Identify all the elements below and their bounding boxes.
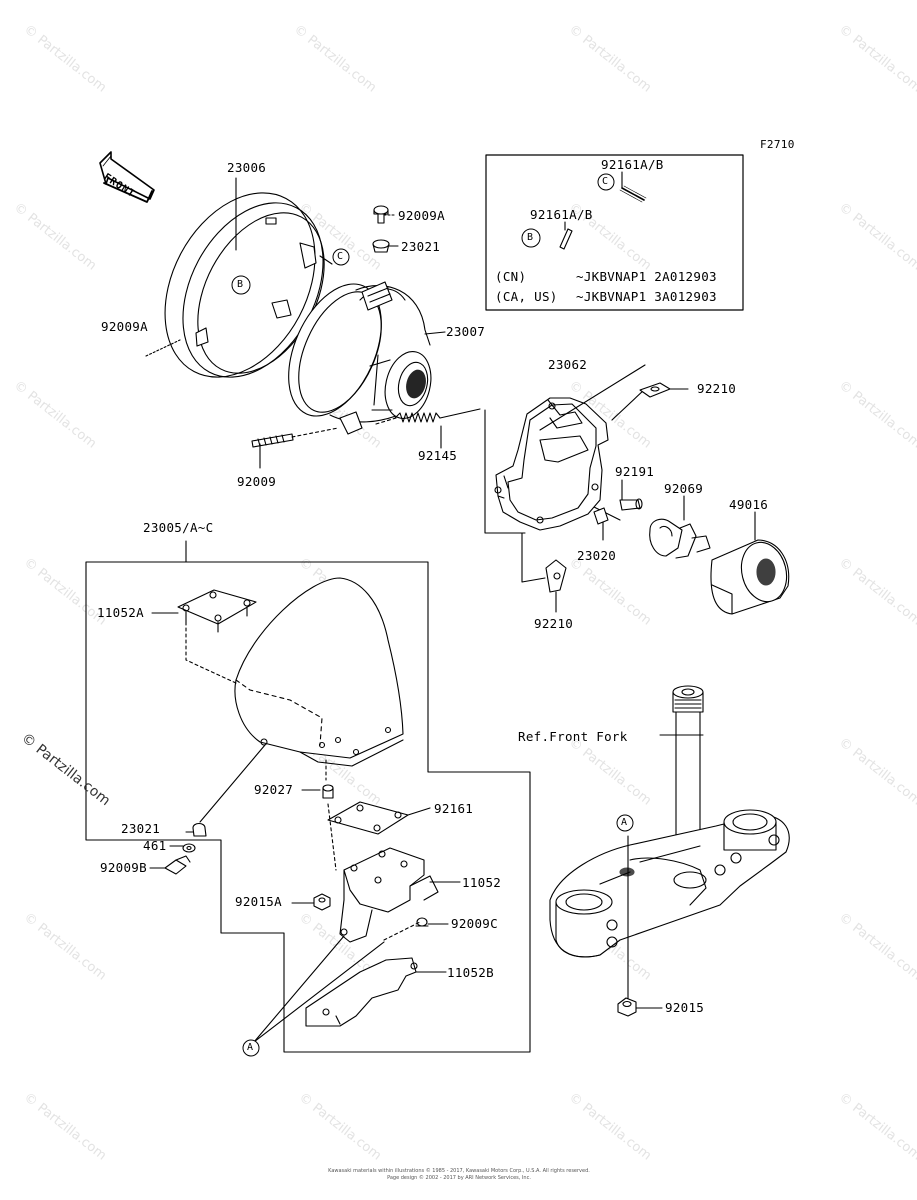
collar-23020 [593,507,609,541]
nut-92015 [617,997,663,1017]
label-92009B: 92009B [100,860,147,875]
pin-92161-B [559,221,573,250]
callout-c-top: C [337,251,344,262]
fairing-frame-lines [85,540,531,1053]
inset-row2-region: (CA, US) [495,289,558,304]
label-92069: 92069 [664,481,704,496]
callout-b-rim: B [237,279,244,290]
callout-circles [231,173,634,1057]
label-11052B: 11052B [447,965,494,980]
nut-92015A [291,893,331,911]
inset-label-b: 92161A/B [530,207,593,222]
figure-code: F2710 [760,138,795,151]
spring-92145 [375,408,481,449]
inset-box [485,154,744,311]
label-92161: 92161 [434,801,474,816]
headlight-housing [288,281,432,435]
plate-92161 [327,801,431,835]
callout-b-inset: B [527,232,534,243]
label-92027: 92027 [254,782,294,797]
label-23006: 23006 [227,160,267,175]
headlight-fairing [234,577,404,767]
callout-a-left: A [247,1042,254,1053]
label-92015A: 92015A [235,894,282,909]
label-23005: 23005/A~C [143,520,214,535]
collar-92027 [301,759,337,871]
footer-copyright: Kawasaki materials within illustrations … [328,1168,590,1174]
label-92009: 92009 [237,474,277,489]
headlight-rim [164,192,325,378]
bracket-11052B [305,957,447,1027]
callout-a-right: A [621,817,628,828]
label-92191: 92191 [615,464,655,479]
label-11052A: 11052A [97,605,144,620]
inset-row2-serial: ~JKBVNAP1 3A012903 [576,289,717,304]
screw-92009A-top [373,205,396,224]
label-92210-top: 92210 [697,381,737,396]
pin-92191 [619,479,643,511]
footer-design: Page design © 2002 - 2017 by ARI Network… [387,1175,531,1181]
label-49016: 49016 [729,497,769,512]
label-92145: 92145 [418,448,458,463]
bracket-11052 [339,847,461,943]
triple-clamp [549,809,790,958]
bolt-92009B [149,855,191,875]
label-23021-top: 23021 [401,239,441,254]
label-11052: 11052 [462,875,502,890]
callout-c-inset: C [602,176,609,187]
washer-92210-top [639,382,689,398]
inset-label-c: 92161A/B [601,157,664,172]
front-arrow-icon [99,151,155,203]
label-ref-front-fork: Ref.Front Fork [518,729,628,744]
grommet-23021-top [372,239,399,253]
washer-461 [169,843,196,853]
label-23020: 23020 [577,548,617,563]
label-23062: 23062 [548,357,588,372]
label-461: 461 [143,838,167,853]
washer-92210-bottom [545,559,567,613]
inset-row1-region: (CN) [495,269,527,284]
grommet-23021-bottom [185,822,207,837]
label-92015: 92015 [665,1000,705,1015]
headlight-bulb [649,495,711,559]
pin-92161-C [619,171,647,203]
label-92009A-left: 92009A [101,319,148,334]
label-23007: 23007 [446,324,486,339]
label-23021-bottom: 23021 [121,821,161,836]
bolt-92009C [383,917,449,941]
inset-row1-serial: ~JKBVNAP1 2A012903 [576,269,717,284]
label-92210-bottom: 92210 [534,616,574,631]
label-92009C: 92009C [451,916,498,931]
adjust-screw-92009 [251,427,339,469]
label-92009A-top: 92009A [398,208,445,223]
bulb-cover [710,511,790,615]
plate-11052A [151,589,257,685]
headlight-mount-bracket [494,397,609,531]
